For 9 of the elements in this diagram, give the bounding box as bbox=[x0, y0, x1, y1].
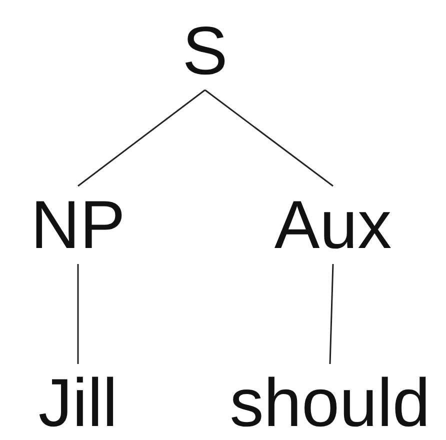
tree-label: should bbox=[230, 364, 430, 440]
tree-label: NP bbox=[30, 186, 126, 264]
tree-branch bbox=[77, 264, 79, 364]
tree-label: Jill bbox=[38, 364, 118, 440]
tree-label: Aux bbox=[274, 186, 392, 264]
tree-branch bbox=[78, 89, 206, 187]
tree-branch bbox=[329, 264, 334, 364]
tree-branch bbox=[204, 89, 334, 187]
tree-label: S bbox=[182, 12, 228, 90]
